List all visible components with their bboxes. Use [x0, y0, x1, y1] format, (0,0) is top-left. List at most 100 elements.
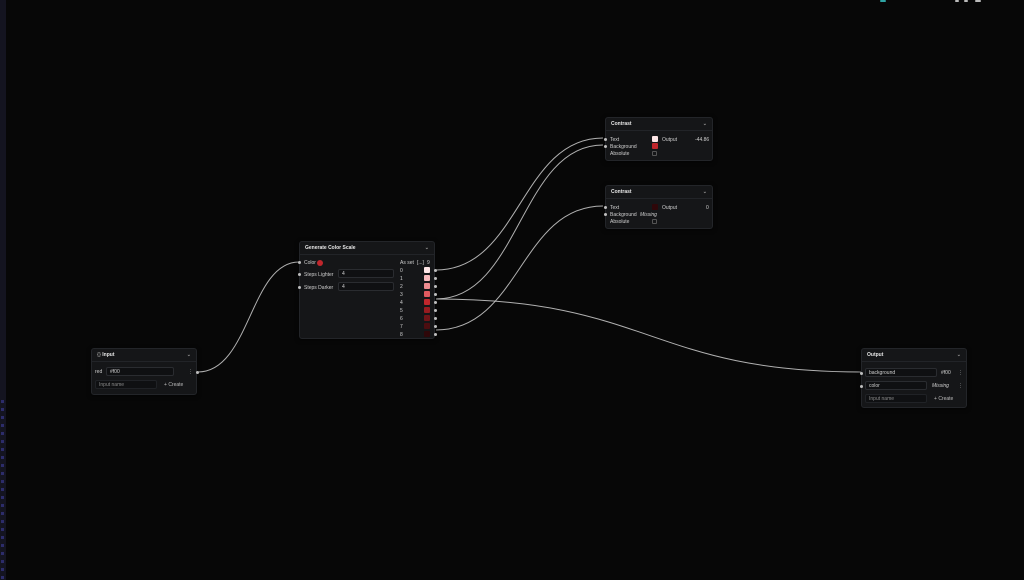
steps-darker-input[interactable]: 4	[338, 282, 394, 291]
edge-tick	[1, 480, 4, 483]
contrast1-background-swatch	[652, 143, 658, 149]
scale-output-port[interactable]	[434, 333, 437, 336]
steps-lighter-input[interactable]: 4	[338, 269, 394, 278]
steps-lighter-port[interactable]	[298, 273, 301, 276]
output-background-field[interactable]: background	[865, 368, 937, 377]
contrast1-absolute-checkbox[interactable]	[652, 151, 657, 156]
chevron-down-icon[interactable]: ⌄	[424, 245, 429, 251]
plus-icon: +	[934, 396, 937, 402]
input-output-port[interactable]	[196, 371, 199, 374]
steps-darker-label: Steps Darker	[304, 285, 334, 291]
chevron-down-icon[interactable]: ⌄	[702, 189, 707, 195]
contrast2-text-label: Text	[610, 205, 620, 211]
edge-tick	[1, 504, 4, 507]
color-label: Color	[304, 260, 316, 266]
scale-output-swatch	[424, 267, 430, 273]
scale-output-index: 3	[400, 292, 403, 298]
create-label: Create	[938, 396, 954, 402]
scale-output-port[interactable]	[434, 293, 437, 296]
scale-output-index: 1	[400, 276, 403, 282]
edge-tick	[1, 472, 4, 475]
steps-darker-port[interactable]	[298, 286, 301, 289]
array-count: 9	[427, 260, 430, 266]
more-menu-icon[interactable]: ⋮	[958, 370, 963, 376]
input-node-header[interactable]: {} Input ⌄	[92, 349, 196, 362]
color-input-port[interactable]	[298, 261, 301, 264]
scale-output-index: 0	[400, 268, 403, 274]
top-control-icon[interactable]	[955, 0, 959, 2]
edge-tick	[1, 560, 4, 563]
more-menu-icon[interactable]: ⋮	[958, 383, 963, 389]
input-name-field[interactable]: Input name	[95, 380, 157, 389]
scale-output-index: 5	[400, 308, 403, 314]
input-node[interactable]: {} Input ⌄ red #f00 ⋮ Input name + Creat…	[91, 348, 199, 395]
scale-output-index: 6	[400, 316, 403, 322]
contrast2-absolute-checkbox[interactable]	[652, 219, 657, 224]
as-set-label: As set	[400, 260, 414, 266]
edge-tick	[1, 528, 4, 531]
contrast2-background-label: Background	[610, 212, 637, 218]
output-input-name-field[interactable]: Input name	[865, 394, 927, 403]
edge-tick	[1, 536, 4, 539]
scale-output-port[interactable]	[434, 285, 437, 288]
edge-tick	[1, 488, 4, 491]
scale-output-swatch	[424, 331, 430, 337]
scale-output-port[interactable]	[434, 301, 437, 304]
left-edge-strip	[0, 0, 6, 580]
output-background-value: #f00	[941, 370, 951, 376]
scale-output-port[interactable]	[434, 277, 437, 280]
contrast1-text-swatch	[652, 136, 658, 142]
color-scale-title: Generate Color Scale	[305, 245, 356, 251]
edge-tick	[1, 496, 4, 499]
edge-tick	[1, 568, 4, 571]
contrast2-text-swatch	[652, 204, 658, 210]
output-background-port[interactable]	[860, 372, 863, 375]
input-value-field[interactable]: #f00	[106, 367, 174, 376]
contrast-node-2[interactable]: Contrast ⌄ Text Background Missing Absol…	[604, 185, 713, 229]
edge-tick	[1, 416, 4, 419]
contrast2-background-port[interactable]	[604, 213, 607, 216]
top-control-icon[interactable]	[964, 0, 968, 2]
scale-output-swatch	[424, 283, 430, 289]
chevron-down-icon[interactable]: ⌄	[702, 121, 707, 127]
contrast2-absolute-label: Absolute	[610, 219, 630, 225]
top-control-icon[interactable]	[975, 0, 981, 2]
contrast-node-1[interactable]: Contrast ⌄ Text Background Absolute Outp…	[604, 117, 713, 161]
color-swatch	[317, 260, 324, 266]
scale-output-index: 4	[400, 300, 403, 306]
plus-icon: +	[164, 382, 167, 388]
create-button[interactable]: + Create	[164, 382, 183, 388]
create-label: Create	[168, 382, 184, 388]
scale-output-port[interactable]	[434, 325, 437, 328]
contrast-header-2[interactable]: Contrast ⌄	[606, 186, 712, 199]
contrast2-output-label: Output	[662, 205, 678, 211]
output-node[interactable]: Output ⌄ background #f00 ⋮ color Missing…	[860, 348, 967, 408]
scale-output-port[interactable]	[434, 269, 437, 272]
output-create-button[interactable]: + Create	[934, 396, 953, 402]
color-scale-node[interactable]: Generate Color Scale ⌄ Color Steps Light…	[298, 241, 437, 339]
contrast2-output-value: 0	[706, 205, 709, 211]
output-color-field[interactable]: color	[865, 381, 927, 390]
chevron-down-icon[interactable]: ⌄	[186, 352, 191, 358]
more-menu-icon[interactable]: ⋮	[188, 369, 193, 375]
output-color-missing: Missing	[932, 383, 949, 389]
scale-output-port[interactable]	[434, 317, 437, 320]
scale-output-swatch	[424, 315, 430, 321]
contrast1-background-label: Background	[610, 144, 637, 150]
scale-output-port[interactable]	[434, 309, 437, 312]
contrast-title-1: Contrast	[611, 121, 632, 127]
edge-tick	[1, 456, 4, 459]
contrast1-text-port[interactable]	[604, 138, 607, 141]
scale-output-index: 8	[400, 332, 403, 338]
array-label: [...]	[417, 260, 424, 266]
contrast2-text-port[interactable]	[604, 206, 607, 209]
contrast-header-1[interactable]: Contrast ⌄	[606, 118, 712, 131]
output-color-port[interactable]	[860, 385, 863, 388]
chevron-down-icon[interactable]: ⌄	[956, 352, 961, 358]
output-node-title: Output	[867, 352, 884, 358]
contrast1-output-value: -44.86	[695, 137, 710, 143]
output-node-header[interactable]: Output ⌄	[862, 349, 966, 362]
contrast1-background-port[interactable]	[604, 145, 607, 148]
color-scale-header[interactable]: Generate Color Scale ⌄	[300, 242, 434, 255]
